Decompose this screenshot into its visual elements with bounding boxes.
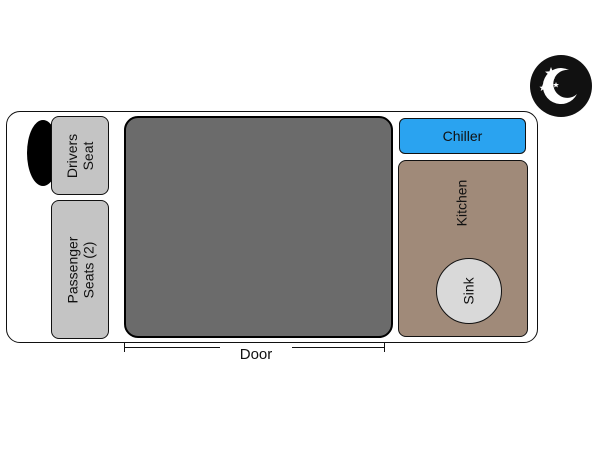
kitchen-label-wrap: Kitchen bbox=[436, 168, 486, 238]
sink-label: Sink bbox=[460, 277, 477, 305]
passenger-seats-label: Passenger Seats (2) bbox=[64, 236, 96, 303]
door-tick-right bbox=[384, 342, 385, 352]
kitchen-label: Kitchen bbox=[452, 179, 469, 227]
passenger-seats: Passenger Seats (2) bbox=[51, 200, 109, 339]
chiller-label: Chiller bbox=[442, 128, 483, 144]
sink: Sink bbox=[436, 258, 502, 324]
drivers-seat: Drivers Seat bbox=[51, 116, 109, 195]
door-tick-left bbox=[124, 342, 125, 352]
moon-stars-icon bbox=[530, 55, 592, 117]
cargo-area bbox=[124, 116, 393, 338]
drivers-seat-label: Drivers Seat bbox=[64, 133, 96, 178]
door-label: Door bbox=[220, 346, 292, 363]
chiller: Chiller bbox=[399, 118, 526, 154]
